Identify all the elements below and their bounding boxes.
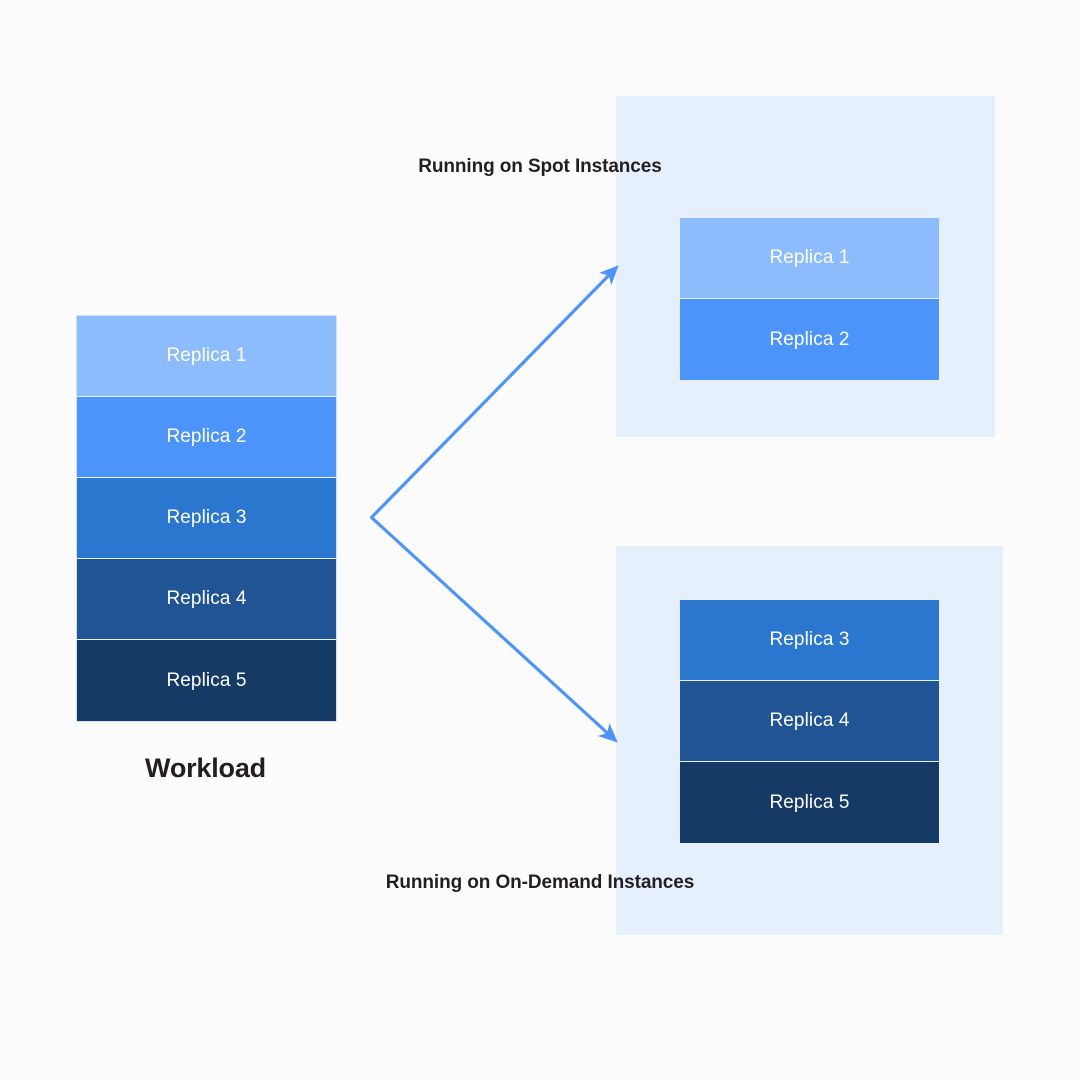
on-demand-replica-stack: Replica 3 Replica 4 Replica 5 — [680, 600, 939, 843]
workload-replica-3: Replica 3 — [77, 478, 336, 559]
spot-replica-2-label: Replica 2 — [769, 328, 850, 350]
on-demand-replica-3: Replica 3 — [680, 600, 939, 681]
workload-replica-5: Replica 5 — [77, 640, 336, 721]
arrow-to-on-demand-icon — [369, 515, 618, 743]
spot-instances-title: Running on Spot Instances — [418, 156, 662, 177]
workload-replica-3-label: Replica 3 — [166, 507, 247, 528]
workload-replica-2: Replica 2 — [77, 397, 336, 478]
workload-caption: Workload — [145, 753, 266, 783]
workload-replica-1: Replica 1 — [77, 316, 336, 397]
spot-replica-2: Replica 2 — [680, 299, 939, 380]
spot-replica-1: Replica 1 — [680, 218, 939, 299]
workload-group: Replica 1 Replica 2 Replica 3 Replica 4 … — [76, 315, 337, 784]
arrow-to-spot-icon — [369, 265, 619, 520]
spot-replica-stack: Replica 1 Replica 2 — [680, 218, 939, 380]
workload-replica-stack: Replica 1 Replica 2 Replica 3 Replica 4 … — [76, 315, 337, 722]
on-demand-replica-4: Replica 4 — [680, 681, 939, 762]
on-demand-replica-5-label: Replica 5 — [769, 791, 850, 813]
workload-replica-5-label: Replica 5 — [166, 669, 247, 691]
workload-replica-2-label: Replica 2 — [166, 426, 247, 447]
on-demand-replica-5: Replica 5 — [680, 762, 939, 843]
workload-replica-4-label: Replica 4 — [166, 588, 247, 609]
on-demand-instances-title: Running on On-Demand Instances — [385, 872, 695, 893]
workload-replica-4: Replica 4 — [77, 559, 336, 640]
spot-replica-1-label: Replica 1 — [769, 247, 850, 268]
workload-replica-1-label: Replica 1 — [166, 345, 247, 366]
on-demand-replica-4-label: Replica 4 — [769, 710, 850, 731]
on-demand-replica-3-label: Replica 3 — [769, 629, 850, 650]
